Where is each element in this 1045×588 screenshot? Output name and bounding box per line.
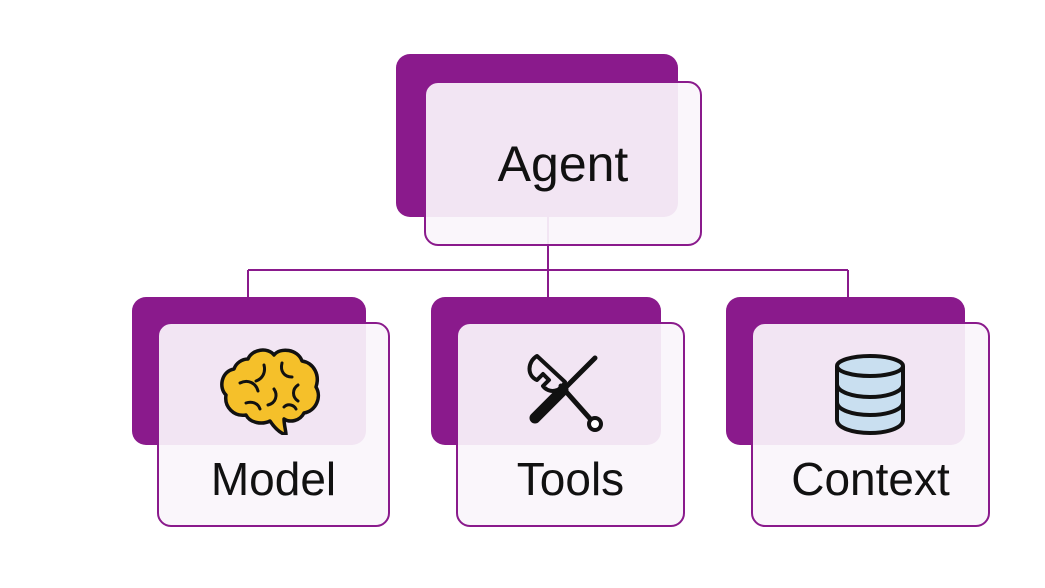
- agent-node-card: [424, 81, 702, 246]
- agent-node: Agent: [396, 54, 706, 246]
- tools-node: Tools: [431, 297, 685, 527]
- context-node: Context: [726, 297, 990, 527]
- model-label: Model: [210, 453, 337, 505]
- agent-label: Agent: [497, 136, 629, 192]
- database-icon: [833, 352, 907, 436]
- brain-icon: [218, 345, 322, 437]
- tools-label: Tools: [516, 453, 625, 505]
- model-node: Model: [132, 297, 390, 527]
- wrench-screwdriver-icon: [523, 352, 605, 434]
- context-label: Context: [791, 453, 950, 505]
- tools-node-card: [456, 322, 685, 527]
